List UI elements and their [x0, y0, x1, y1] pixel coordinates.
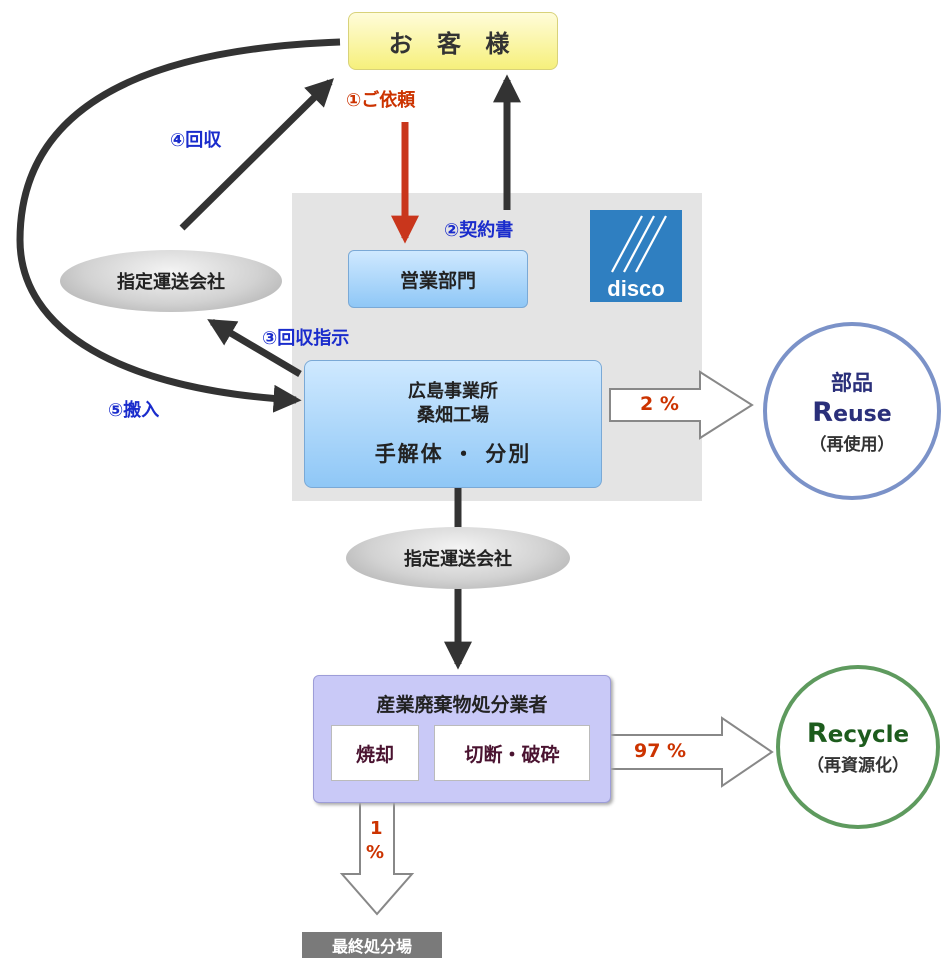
customer-label: お 客 様 — [388, 29, 518, 58]
reuse-initial: R — [812, 397, 834, 428]
reuse-title: Reuse — [812, 397, 891, 428]
disco-logo: disco — [590, 210, 682, 302]
recycle-flow-arrow — [591, 716, 774, 788]
recycle-subtitle: （再資源化） — [807, 756, 909, 776]
final-percent-sign: % — [366, 842, 385, 863]
disposal-title: 産業廃棄物処分業者 — [376, 694, 548, 716]
recycle-title: Recycle — [807, 718, 909, 749]
sales-department-box: 営業部門 — [348, 250, 528, 308]
customer-box: お 客 様 — [348, 12, 558, 70]
factory-process: 手解体 ・ 分別 — [374, 442, 532, 466]
instruction-arrow — [207, 318, 302, 378]
recycle-circle: Recycle （再資源化） — [776, 665, 940, 829]
final-percent-number: 1 — [370, 818, 383, 839]
crushing-label: 切断・破砕 — [464, 743, 560, 766]
reuse-circle: 部品 Reuse （再使用） — [763, 322, 941, 500]
step-instruction-label: ③回収指示 — [262, 328, 350, 349]
step-request-label: ①ご依頼 — [346, 90, 416, 111]
sales-label: 営業部門 — [399, 269, 476, 292]
step-collect-label: ④回収 — [170, 130, 222, 151]
reuse-flow-arrow — [609, 370, 754, 440]
logo-text: disco — [607, 276, 664, 301]
factory-name: 広島事業所 — [408, 381, 498, 402]
step-delivery-label: ⑤搬入 — [108, 400, 160, 421]
reuse-percent: 2 % — [640, 393, 679, 415]
incineration-box: 焼却 — [331, 725, 419, 781]
delivery-arrow — [16, 38, 341, 413]
factory-box: 広島事業所 桑畑工場 手解体 ・ 分別 — [304, 360, 602, 488]
crushing-box: 切断・破砕 — [434, 725, 590, 781]
reuse-subtitle: （再使用） — [809, 435, 895, 455]
step-contract-label: ②契約書 — [444, 220, 514, 241]
recycle-percent: 97 % — [634, 740, 687, 762]
carrier-left-oval: 指定運送会社 — [60, 250, 282, 312]
reuse-parts-label: 部品 — [831, 371, 873, 395]
logo-graphic-icon: disco — [590, 210, 682, 302]
carrier-left-label: 指定運送会社 — [117, 272, 225, 293]
recycle-rest: ecycle — [827, 722, 910, 748]
carrier-center-oval: 指定運送会社 — [346, 527, 570, 589]
factory-site: 桑畑工場 — [417, 405, 489, 426]
carrier-center-label: 指定運送会社 — [404, 549, 512, 570]
reuse-rest: euse — [833, 402, 892, 427]
collect-arrow — [179, 78, 334, 231]
final-disposal-box: 最終処分場 — [302, 932, 442, 958]
final-disposal-label: 最終処分場 — [331, 937, 412, 956]
incineration-label: 焼却 — [355, 743, 394, 766]
recycle-initial: R — [806, 718, 828, 749]
